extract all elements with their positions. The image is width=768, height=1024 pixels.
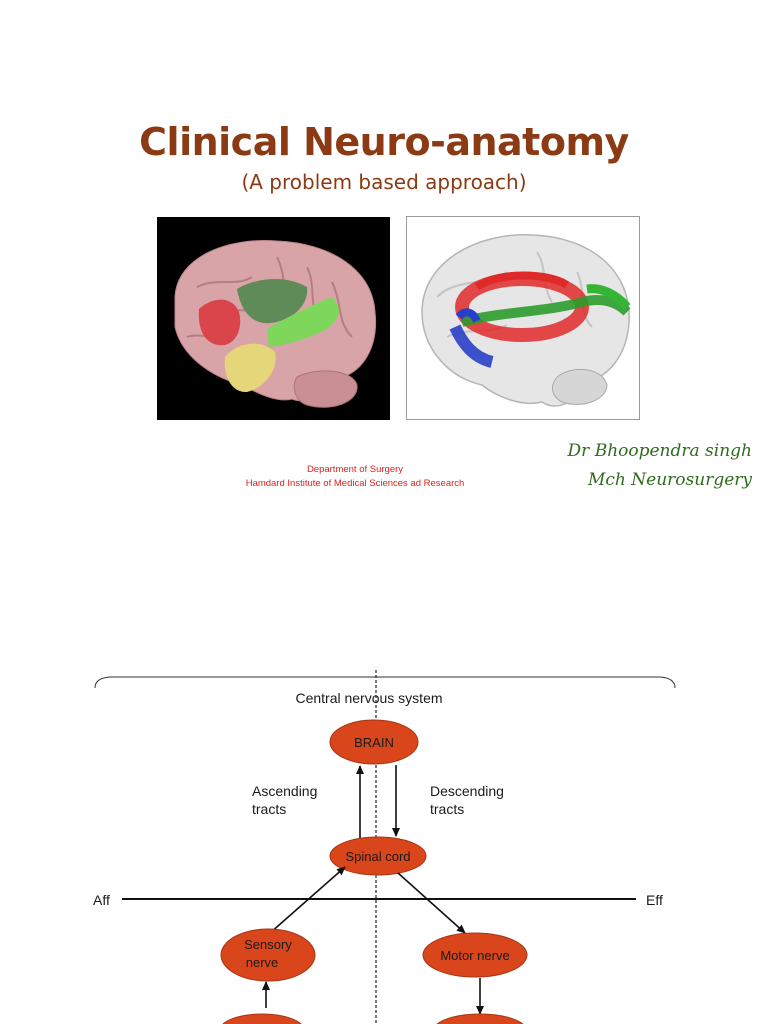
- frame-border: [94, 676, 676, 689]
- nervous-system-diagram: Central nervous system BRAIN Ascending t…: [93, 670, 676, 1024]
- brain-node: [329, 719, 419, 765]
- motor-nerve-label: Motor nerve: [440, 948, 509, 963]
- author-degree: Mch Neurosurgery: [588, 470, 752, 490]
- eff-label: Eff: [646, 892, 663, 908]
- motor-nerve-node: [422, 932, 528, 978]
- descending-label-2: tracts: [430, 801, 464, 817]
- spinal-cord-node: [329, 836, 427, 876]
- ascending-label-1: Ascending: [252, 783, 317, 799]
- receptor-node-partial: [222, 1013, 302, 1024]
- sensory-nerve-label-2: nerve: [246, 955, 279, 970]
- author-name: Dr Bhoopendra singh: [567, 441, 752, 461]
- descending-label-1: Descending: [430, 783, 504, 799]
- department-text: Department of Surgery: [306, 464, 404, 475]
- brain-node-label: BRAIN: [354, 735, 394, 750]
- sensory-to-spinal-arrow: [269, 866, 346, 934]
- brain-tracts-image: [406, 216, 640, 420]
- cns-heading: Central nervous system: [295, 690, 442, 706]
- effector-node-partial: [436, 1013, 524, 1024]
- institute-text: Hamdard Institute of Medical Sciences ad…: [245, 478, 465, 489]
- slide-title: Clinical Neuro-anatomy: [139, 120, 629, 164]
- aff-label: Aff: [93, 892, 110, 908]
- brain-lobes-image: [157, 217, 390, 420]
- ascending-label-2: tracts: [252, 801, 286, 817]
- sensory-nerve-label-1: Sensory: [244, 937, 292, 952]
- slide-subtitle: (A problem based approach): [241, 170, 527, 194]
- spinal-to-motor-arrow: [397, 872, 466, 934]
- spinal-cord-label: Spinal cord: [345, 849, 410, 864]
